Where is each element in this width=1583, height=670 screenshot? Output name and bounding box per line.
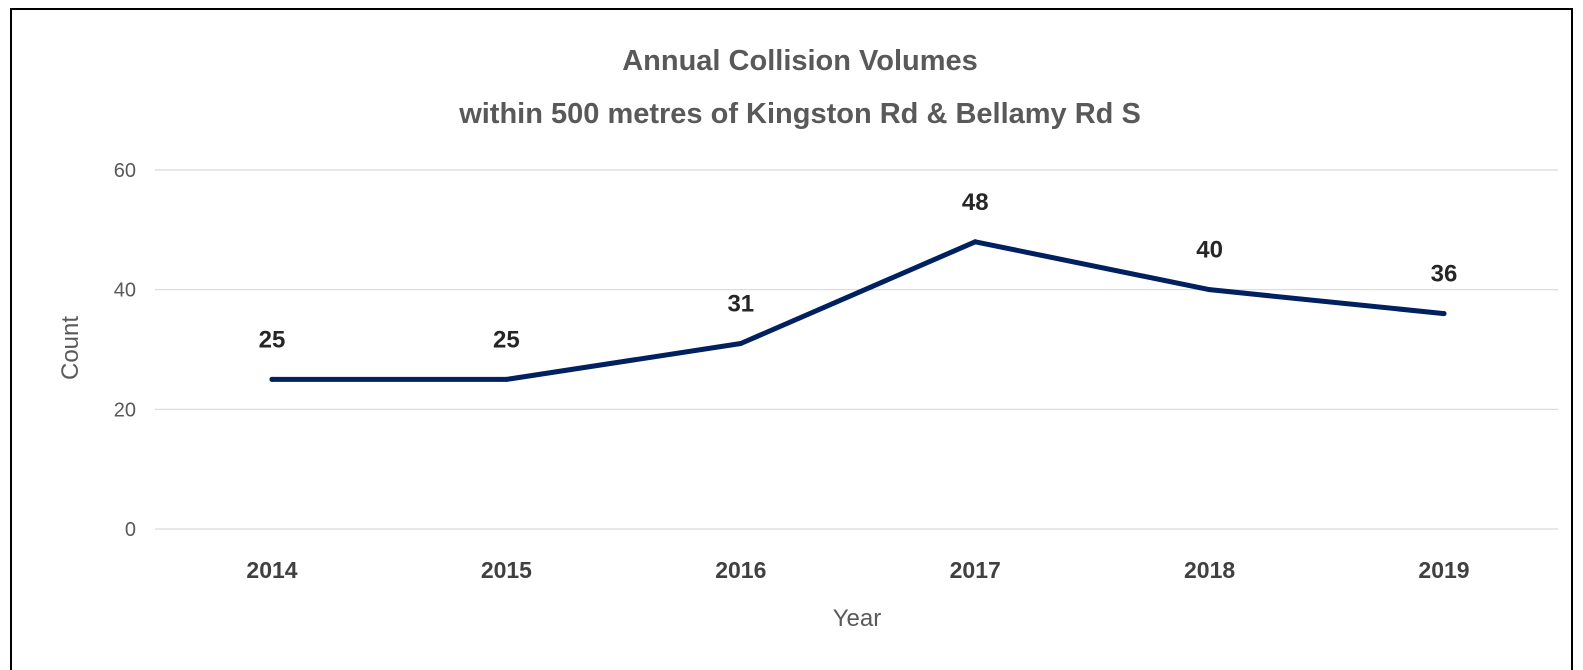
data-point <box>738 341 744 347</box>
data-label: 25 <box>493 326 520 353</box>
y-axis-ticks: 0 20 40 60 <box>114 160 136 541</box>
x-tick-label: 2014 <box>246 557 297 583</box>
x-tick-label: 2019 <box>1418 557 1469 583</box>
chart-title: Annual Collision Volumes <box>622 45 978 77</box>
data-label: 25 <box>259 326 286 353</box>
data-point <box>269 376 275 382</box>
series-layer <box>269 239 1447 382</box>
data-labels: 25 25 31 48 40 36 <box>259 189 1458 354</box>
x-axis-title: Year <box>833 605 882 632</box>
data-point <box>503 376 509 382</box>
x-tick-label: 2016 <box>715 557 766 583</box>
chart-frame <box>10 8 1573 670</box>
gridlines <box>155 169 1558 530</box>
x-tick-label: 2018 <box>1184 557 1235 583</box>
y-axis-title: Count <box>57 316 84 380</box>
y-tick-label: 0 <box>125 519 136 541</box>
data-label: 36 <box>1431 261 1458 288</box>
data-point <box>1441 311 1447 317</box>
x-axis-ticks: 2014 2015 2016 2017 2018 2019 <box>246 557 1469 583</box>
data-label: 48 <box>962 189 989 216</box>
data-label: 31 <box>727 291 754 318</box>
data-point <box>1207 287 1213 293</box>
y-tick-label: 40 <box>114 280 136 302</box>
data-point <box>972 239 978 245</box>
x-tick-label: 2017 <box>950 557 1001 583</box>
chart-subtitle: within 500 metres of Kingston Rd & Bella… <box>458 98 1141 130</box>
y-tick-label: 20 <box>114 399 136 421</box>
x-tick-label: 2015 <box>481 557 532 583</box>
y-tick-label: 60 <box>114 160 136 182</box>
data-label: 40 <box>1196 237 1223 264</box>
series-line <box>269 239 1447 382</box>
